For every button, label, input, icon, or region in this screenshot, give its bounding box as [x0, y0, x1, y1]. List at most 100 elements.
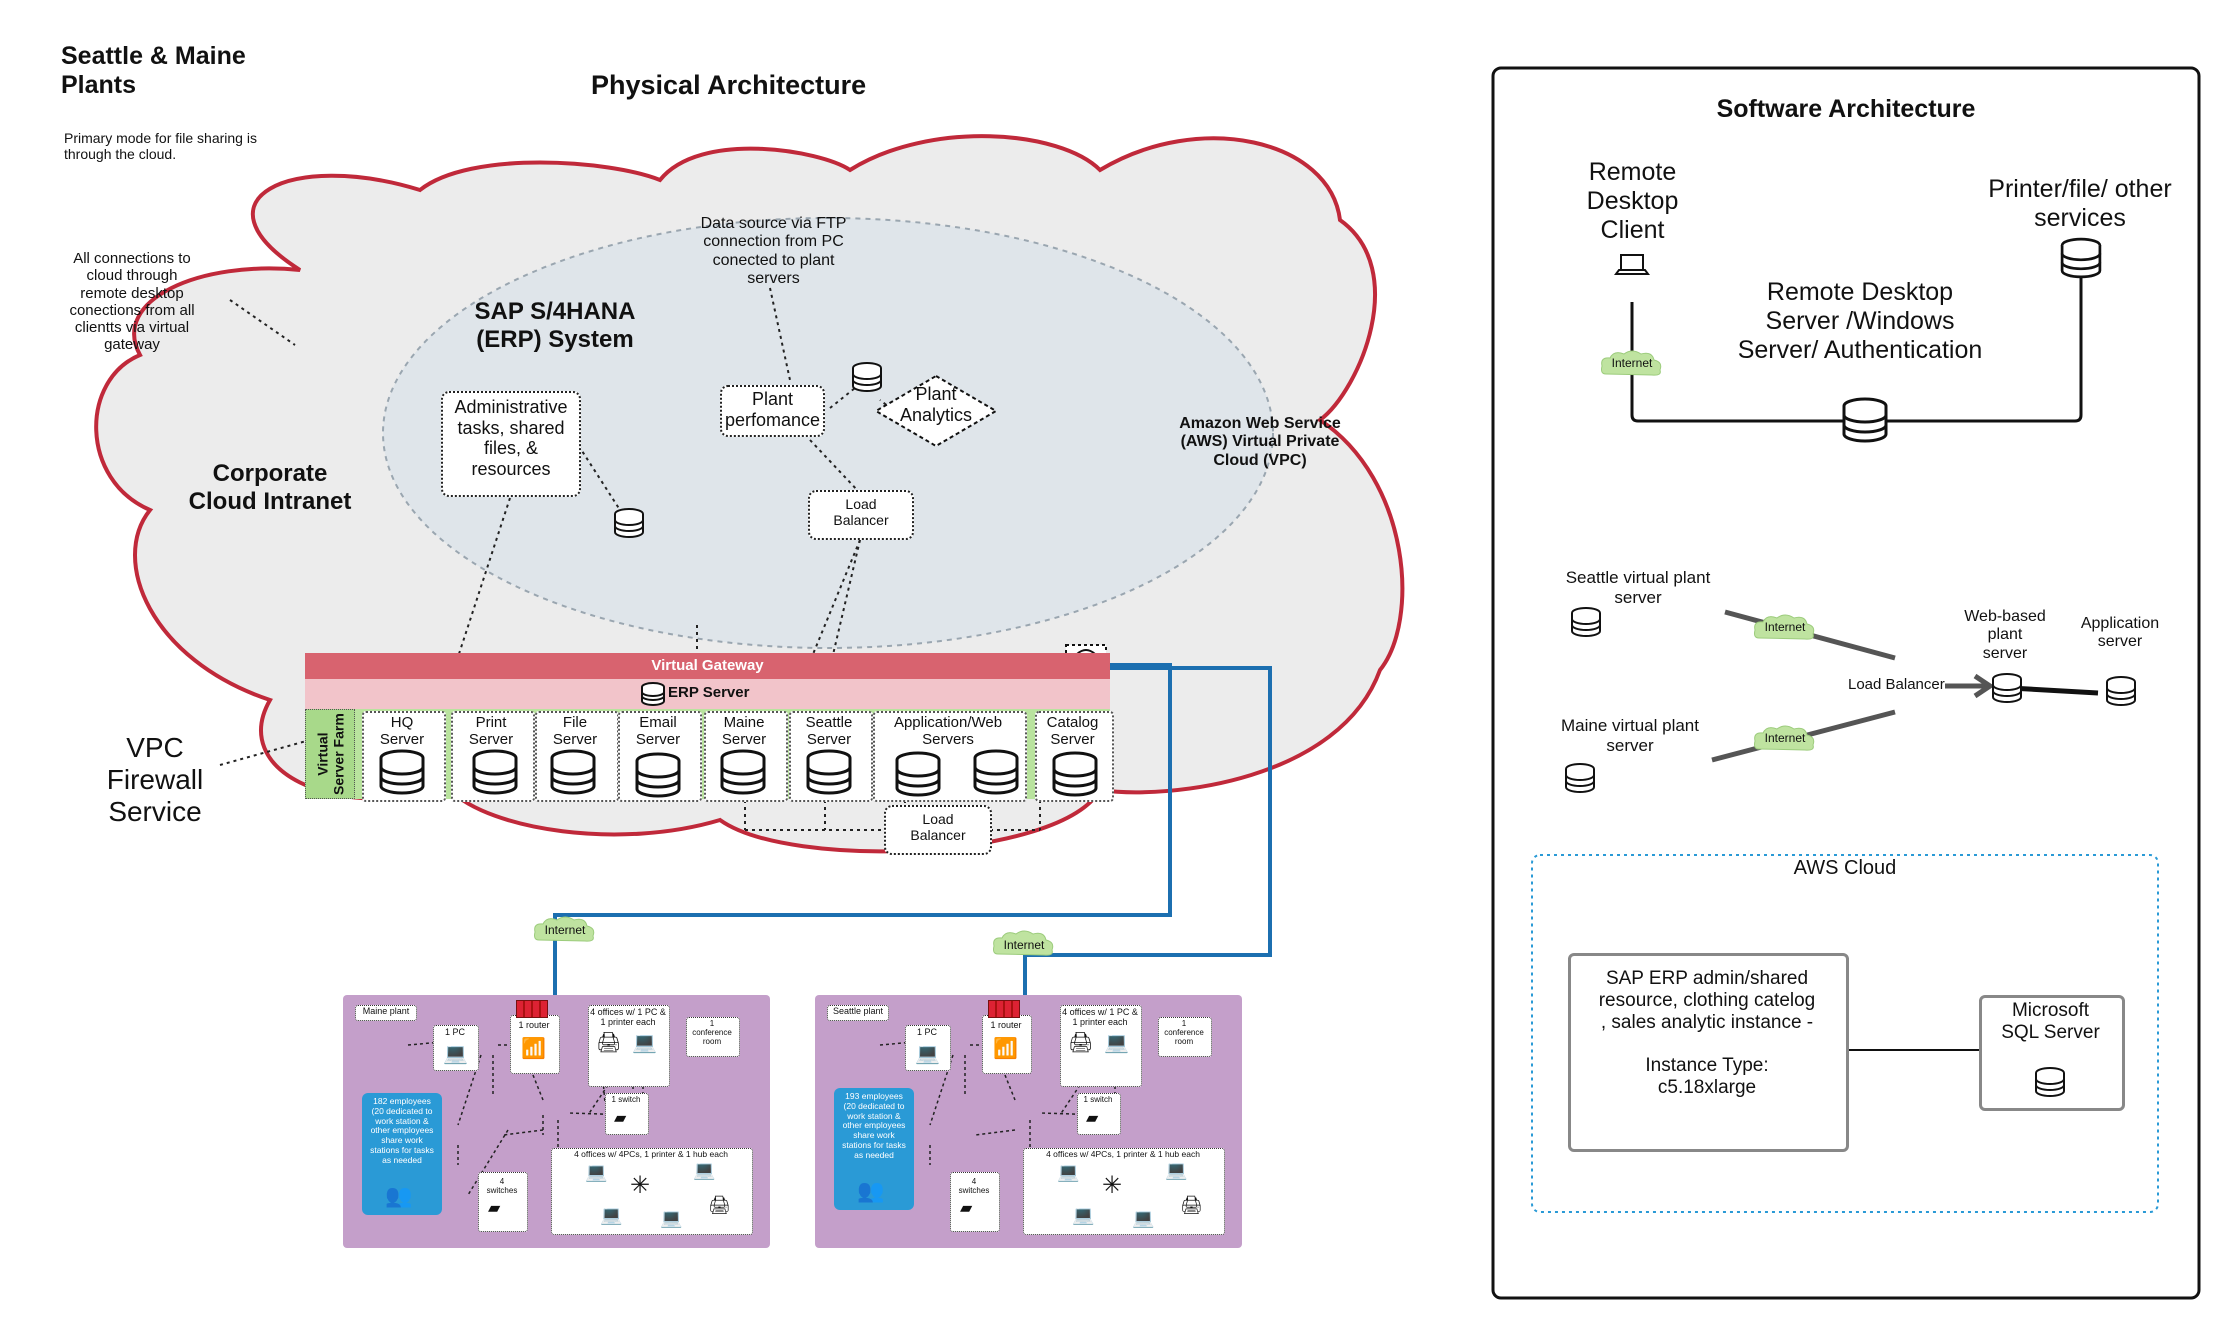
printer-icon: 🖨 — [1180, 1195, 1203, 1215]
offices-top-label: 4 offices w/ 1 PC & 1 printer each — [1062, 1007, 1138, 1028]
server-label: HQ Server — [379, 714, 425, 749]
conference-label: 1 conference room — [1164, 1019, 1204, 1047]
laptop-icon: 💻 — [1132, 1208, 1155, 1228]
laptop-icon: 💻 — [1104, 1032, 1129, 1054]
printer-services-label: Printer/file/ other services — [1988, 175, 2172, 232]
switches-label: 4 switches — [958, 1177, 990, 1196]
plants-title: Seattle & Maine Plants — [61, 42, 246, 99]
erp-server-bar — [305, 679, 1110, 709]
remote-server-label: Remote Desktop Server /Windows Server/ A… — [1737, 278, 1983, 364]
database-icon — [1565, 763, 1595, 793]
switch-label: 1 switch — [611, 1095, 641, 1104]
printer-icon: 🖨 — [596, 1032, 622, 1054]
offices-top-box — [588, 1005, 670, 1087]
conference-box — [1158, 1017, 1212, 1057]
software-title: Software Architecture — [1716, 95, 1976, 123]
sql-server-label: Microsoft SQL Server — [2001, 1000, 2100, 1043]
sap-title: SAP S/4HANA (ERP) System — [474, 298, 636, 353]
vpc-firewall-label: VPC Firewall Service — [106, 732, 204, 828]
switches-box — [478, 1172, 528, 1232]
switch-label: 1 switch — [1083, 1095, 1113, 1104]
pc-box — [905, 1025, 951, 1071]
server-label: Application/Web Servers — [893, 714, 1003, 749]
server-label: Email Server — [635, 714, 681, 749]
router-icon: 📶 — [993, 1038, 1018, 1060]
laptop-icon: 💻 — [443, 1043, 468, 1065]
firewall-icon — [516, 1000, 548, 1018]
physical-title: Physical Architecture — [591, 70, 867, 100]
pc-box — [433, 1025, 479, 1071]
laptop-icon: 💻 — [1165, 1160, 1188, 1180]
load-balancer-bottom: Load Balancer — [884, 805, 992, 855]
plant-name: Seattle plant — [827, 1005, 889, 1021]
switch-icon: ▰ — [614, 1110, 627, 1127]
switch-icon: ▰ — [488, 1200, 501, 1217]
ftp-note: Data source via FTP connection from PC c… — [700, 215, 847, 288]
load-balancer-top: Load Balancer — [808, 490, 914, 540]
plants-note: Primary mode for file sharing is through… — [64, 130, 257, 163]
plant-name: Maine plant — [355, 1005, 417, 1021]
laptop-icon: 💻 — [600, 1205, 623, 1225]
laptop-icon: 💻 — [660, 1208, 683, 1228]
database-icon — [1842, 397, 1888, 443]
laptop-icon: 💻 — [585, 1162, 608, 1182]
server-label: Catalog Server — [1046, 714, 1099, 749]
hub-icon: ✳ — [630, 1172, 651, 1199]
connections-note: All connections to cloud through remote … — [69, 250, 195, 354]
aws-vpc-label: Amazon Web Service (AWS) Virtual Private… — [1179, 415, 1341, 469]
firewall-icon — [988, 1000, 1020, 1018]
load-balancer-label: Load Balancer — [1848, 676, 1945, 694]
plant-analytics-label: Plant Analytics — [899, 384, 973, 425]
offices-bottom-box — [551, 1148, 753, 1235]
switch-icon: ▰ — [960, 1200, 973, 1217]
admin-box: Administrative tasks, shared files, & re… — [441, 391, 581, 497]
internet-label: Internet — [544, 923, 586, 937]
maine-plant-network — [407, 1025, 652, 1201]
database-icon — [1571, 607, 1601, 637]
virtual-gateway-label: Virtual Gateway — [651, 657, 764, 674]
printer-icon: 🖨 — [1068, 1032, 1094, 1054]
laptop-icon: 💻 — [1072, 1205, 1095, 1225]
remote-client-label: Remote Desktop Client — [1586, 158, 1679, 244]
laptop-icon — [1614, 254, 1650, 275]
offices-bottom-label: 4 offices w/ 4PCs, 1 printer & 1 hub eac… — [574, 1149, 728, 1159]
pc-label: 1 PC — [916, 1027, 937, 1037]
people-icon: 👥 — [385, 1183, 413, 1208]
database-icon — [2106, 676, 2136, 706]
laptop-icon: 💻 — [632, 1032, 657, 1054]
offices-top-box — [1060, 1005, 1142, 1087]
router-label: 1 router — [518, 1020, 550, 1030]
internet-label: Internet — [1003, 938, 1045, 952]
router-label: 1 router — [990, 1020, 1022, 1030]
router-icon: 📶 — [521, 1038, 546, 1060]
switch-box — [605, 1093, 649, 1135]
plant-performance-box: Plant perfomance — [720, 385, 825, 437]
plant-analytics-diamond — [874, 374, 998, 448]
aws-cloud-label: AWS Cloud — [1793, 857, 1897, 879]
hub-icon: ✳ — [1102, 1172, 1123, 1199]
switch-icon: ▰ — [1086, 1110, 1099, 1127]
offices-top-label: 4 offices w/ 1 PC & 1 printer each — [590, 1007, 666, 1028]
internet-label: Internet — [1611, 356, 1653, 370]
virtual-gateway-bar — [305, 653, 1110, 679]
laptop-icon: 💻 — [693, 1160, 716, 1180]
offices-bottom-label: 4 offices w/ 4PCs, 1 printer & 1 hub eac… — [1046, 1149, 1200, 1159]
offices-bottom-box — [1023, 1148, 1225, 1235]
sap-region — [382, 217, 1274, 649]
corporate-cloud-label: Corporate Cloud Intranet — [188, 460, 352, 515]
database-icon — [2060, 237, 2102, 279]
server-label: Seattle Server — [805, 714, 853, 749]
conference-label: 1 conference room — [692, 1019, 732, 1047]
app-server-label: Application server — [2080, 615, 2160, 651]
seattle-vps-label: Seattle virtual plant server — [1565, 568, 1711, 607]
web-server-label: Web-based plant server — [1964, 608, 2046, 662]
maine-vps-label: Maine virtual plant server — [1561, 716, 1699, 755]
sap-instance-label: SAP ERP admin/shared resource, clothing … — [1598, 968, 1816, 1099]
server-label: Maine Server — [721, 714, 767, 749]
server-label: File Server — [552, 714, 598, 749]
virtual-server-farm — [305, 709, 355, 799]
laptop-icon: 💻 — [915, 1043, 940, 1065]
pc-label: 1 PC — [444, 1027, 465, 1037]
internet-label: Internet — [1764, 731, 1806, 745]
